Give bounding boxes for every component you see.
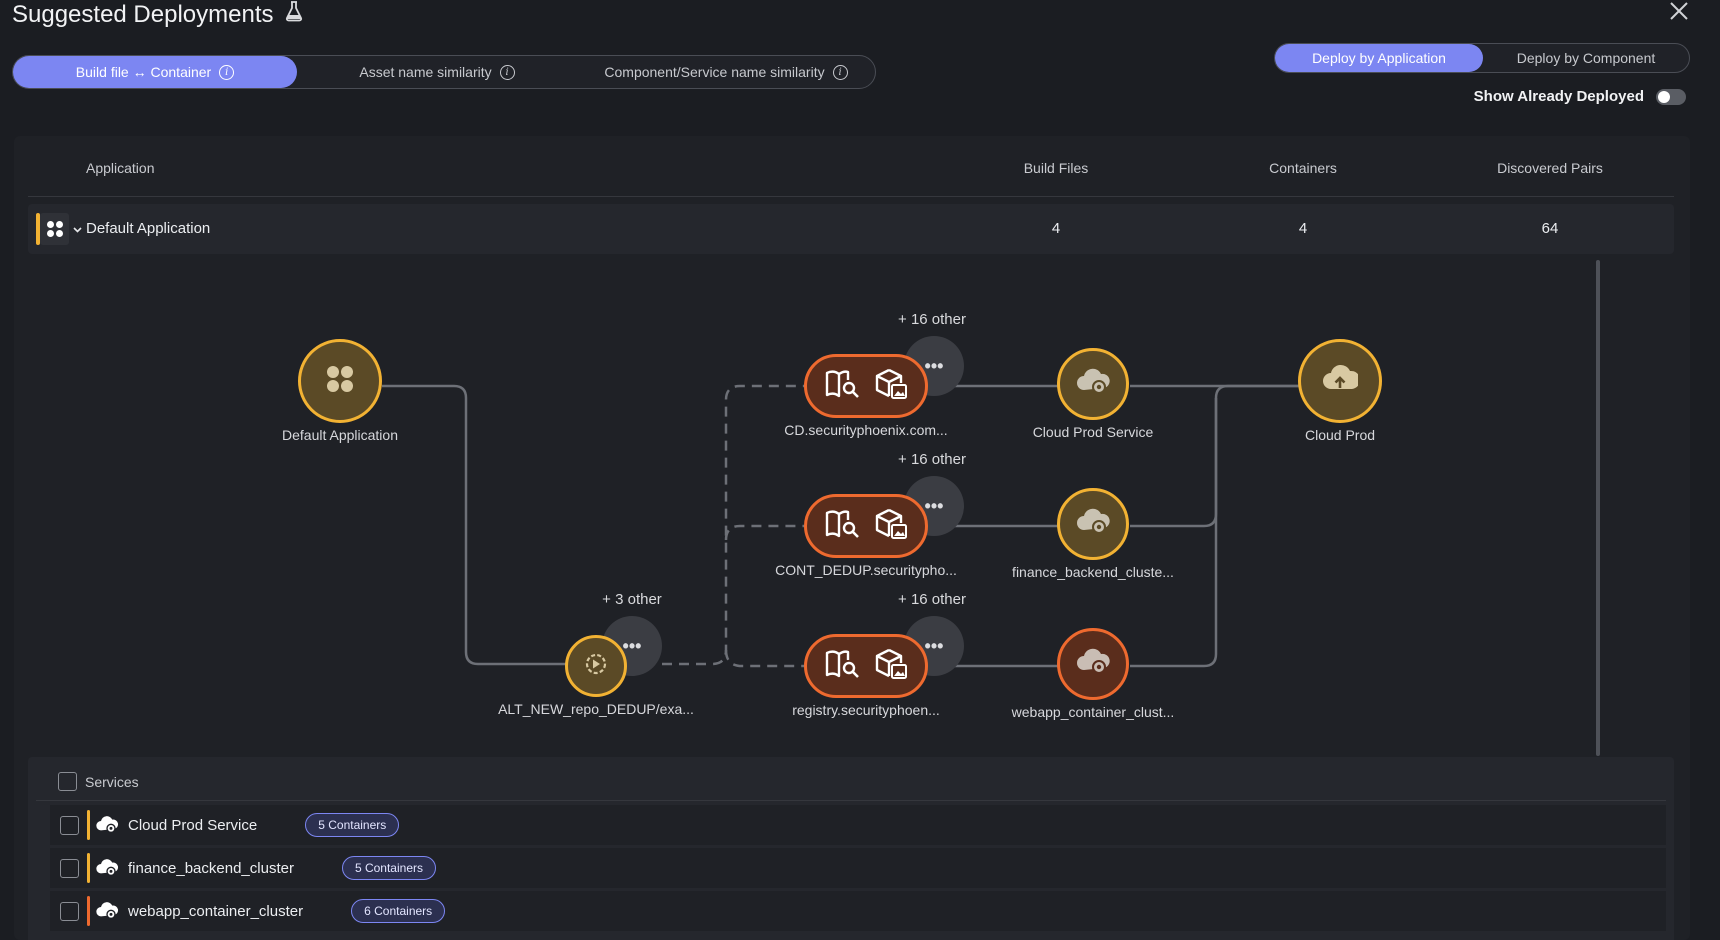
book-search-icon xyxy=(824,648,860,685)
severity-bar xyxy=(87,896,90,926)
pair2-label: CONT_DEDUP.securitypho... xyxy=(775,562,957,578)
containers-badge: 6 Containers xyxy=(351,899,446,923)
pair2-node[interactable] xyxy=(804,494,928,558)
match-strategy-tabs: Build file ↔ Container i Asset name simi… xyxy=(12,55,876,89)
services-header: Services xyxy=(58,772,139,791)
pair3-label: registry.securityphoen... xyxy=(792,702,940,718)
tab-label: Asset name similarity xyxy=(359,64,492,80)
pair1-more-label: + 16 other xyxy=(898,311,966,328)
tab-component-name-similarity[interactable]: Component/Service name similarity i xyxy=(577,56,875,88)
pair1-node[interactable] xyxy=(804,354,928,418)
cloud-gear-icon xyxy=(94,812,120,838)
book-search-icon xyxy=(824,508,860,545)
service-name: finance_backend_cluster xyxy=(128,859,294,877)
tab-build-file-container[interactable]: Build file ↔ Container i xyxy=(13,56,297,88)
close-icon[interactable] xyxy=(1668,0,1690,22)
service-checkbox[interactable] xyxy=(60,858,79,878)
container-image-icon xyxy=(874,367,908,406)
service-node-cloud-prod[interactable] xyxy=(1057,348,1129,420)
repo-more-label: + 3 other xyxy=(602,591,662,608)
tab-label: Component/Service name similarity xyxy=(604,64,825,80)
container-image-icon xyxy=(874,507,908,546)
service-checkbox[interactable] xyxy=(60,901,79,921)
services-divider xyxy=(36,800,1666,801)
service-name: Cloud Prod Service xyxy=(128,816,258,834)
container-image-icon xyxy=(874,647,908,686)
containers-badge: 5 Containers xyxy=(341,856,436,880)
application-row[interactable] xyxy=(28,204,1674,254)
gear-play-icon xyxy=(581,649,611,684)
repo-label: ALT_NEW_repo_DEDUP/exa... xyxy=(498,701,694,717)
flask-icon xyxy=(284,0,304,29)
more-dots: ••• xyxy=(924,495,944,516)
tab-deploy-by-component[interactable]: Deploy by Component xyxy=(1516,50,1656,66)
service-label-webapp-container: webapp_container_clust... xyxy=(1011,704,1175,720)
pair3-node[interactable] xyxy=(804,634,928,698)
col-header-discovered-pairs: Discovered Pairs xyxy=(1497,160,1603,176)
list-item[interactable]: finance_backend_cluster 5 Containers xyxy=(50,848,1666,888)
chevron-down-icon[interactable] xyxy=(72,222,83,240)
tab-label: Build file ↔ Container xyxy=(75,64,212,80)
containers-count: 4 xyxy=(1298,220,1308,237)
pair2-more-label: + 16 other xyxy=(898,451,966,468)
containers-badge: 5 Containers xyxy=(305,813,400,837)
page-title-text: Suggested Deployments xyxy=(12,0,274,28)
service-node-webapp-container[interactable] xyxy=(1057,628,1129,700)
grid-icon xyxy=(325,364,355,399)
select-all-services-checkbox[interactable] xyxy=(58,772,77,791)
tab-deploy-by-application[interactable]: Deploy by Application xyxy=(1275,44,1483,72)
show-deployed-row: Show Already Deployed xyxy=(1474,88,1686,105)
col-header-application: Application xyxy=(86,160,155,176)
cloud-gear-icon xyxy=(1075,368,1111,401)
service-label-finance-backend: finance_backend_cluste... xyxy=(1012,564,1174,580)
service-node-finance-backend[interactable] xyxy=(1057,488,1129,560)
cloud-gear-icon xyxy=(1075,508,1111,541)
severity-bar xyxy=(87,853,90,883)
page-title: Suggested Deployments xyxy=(12,0,304,29)
header-divider xyxy=(28,196,1674,197)
default-application-node[interactable] xyxy=(298,339,382,423)
show-deployed-label: Show Already Deployed xyxy=(1473,88,1644,105)
service-label-cloud-prod: Cloud Prod Service xyxy=(1032,424,1154,440)
book-search-icon xyxy=(824,368,860,405)
service-checkbox[interactable] xyxy=(60,815,79,835)
discovered-pairs-count: 64 xyxy=(1541,220,1559,237)
services-header-label: Services xyxy=(85,773,139,790)
cloud-prod-environment-node[interactable] xyxy=(1298,339,1382,423)
default-application-label: Default Application xyxy=(282,427,398,443)
tab-asset-name-similarity[interactable]: Asset name similarity i xyxy=(297,56,577,88)
info-icon[interactable]: i xyxy=(832,64,848,80)
build-files-count: 4 xyxy=(1051,220,1061,237)
application-name: Default Application xyxy=(86,220,211,237)
severity-bar xyxy=(87,810,90,840)
service-name: webapp_container_cluster xyxy=(128,902,304,920)
show-deployed-toggle[interactable] xyxy=(1656,88,1686,105)
grid-icon xyxy=(40,213,69,245)
repo-node[interactable] xyxy=(565,635,627,697)
col-header-containers: Containers xyxy=(1269,160,1337,176)
list-item[interactable]: Cloud Prod Service 5 Containers xyxy=(50,805,1666,845)
cloud-gear-icon xyxy=(94,898,120,924)
pair3-more-label: + 16 other xyxy=(898,591,966,608)
cloud-prod-label: Cloud Prod xyxy=(1304,427,1376,443)
pair1-label: CD.securityphoenix.com... xyxy=(784,422,948,438)
col-header-build-files: Build Files xyxy=(1023,160,1089,176)
severity-bar xyxy=(36,213,40,245)
graph-scrollbar[interactable] xyxy=(1596,260,1600,756)
cloud-upload-icon xyxy=(1322,364,1361,399)
info-icon[interactable]: i xyxy=(219,64,235,80)
list-item[interactable]: webapp_container_cluster 6 Containers xyxy=(50,891,1666,931)
cloud-gear-icon xyxy=(94,855,120,881)
info-icon[interactable]: i xyxy=(499,64,515,80)
more-dots: ••• xyxy=(924,355,944,376)
more-dots: ••• xyxy=(622,635,642,656)
deploy-mode-tabs: Deploy by Application Deploy by Componen… xyxy=(1274,43,1690,73)
more-dots: ••• xyxy=(924,635,944,656)
cloud-gear-icon xyxy=(1075,648,1111,681)
